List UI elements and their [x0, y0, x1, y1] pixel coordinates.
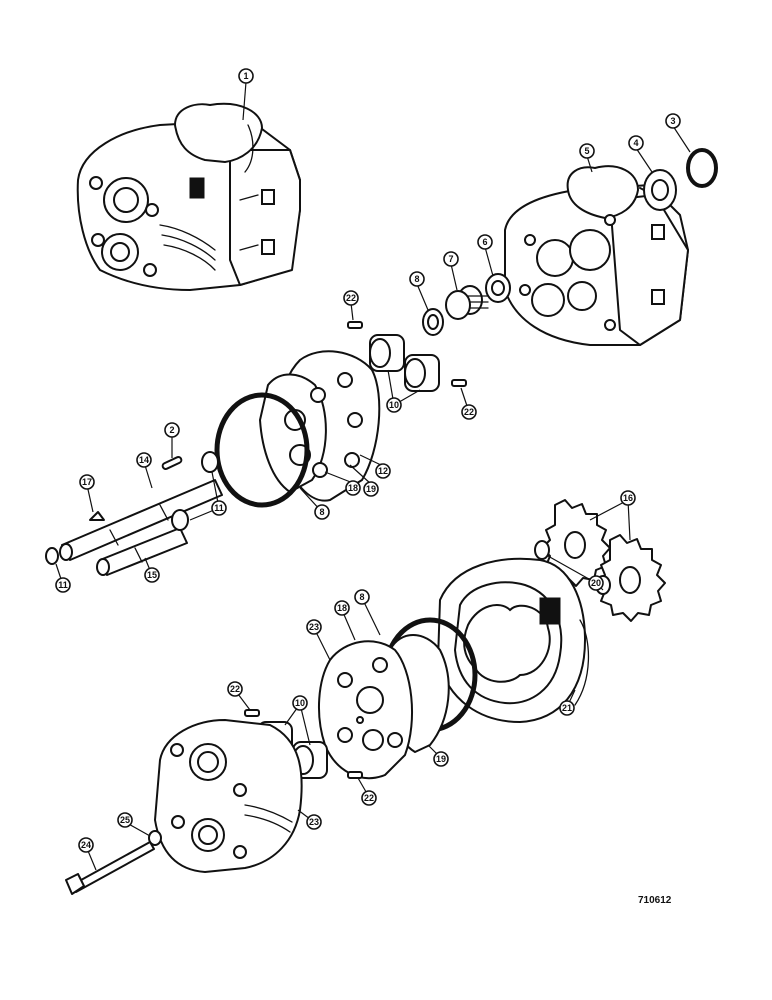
gear-thrust-washer — [534, 540, 550, 560]
callout: 23 — [306, 814, 322, 830]
callout: 5 — [579, 143, 595, 159]
svg-text:20: 20 — [591, 578, 601, 588]
gear-body — [437, 557, 590, 723]
svg-text:6: 6 — [482, 237, 487, 247]
dowel-pin — [451, 379, 467, 387]
svg-text:12: 12 — [378, 466, 388, 476]
svg-text:8: 8 — [359, 592, 364, 602]
svg-text:22: 22 — [346, 293, 356, 303]
svg-text:11: 11 — [214, 503, 224, 513]
svg-text:3: 3 — [670, 116, 675, 126]
bearing — [639, 169, 677, 211]
svg-text:19: 19 — [436, 754, 446, 764]
callout: 23 — [306, 619, 322, 635]
idler-shaft — [96, 527, 188, 576]
callout: 11 — [55, 577, 71, 593]
dowel-pin — [244, 709, 260, 717]
end-cover — [154, 719, 303, 873]
seal — [485, 273, 511, 303]
callout: 3 — [665, 113, 681, 129]
callout: 4 — [628, 135, 644, 151]
snap-ring — [686, 148, 718, 188]
lock-washer — [148, 830, 162, 846]
callout: 22 — [343, 290, 359, 306]
svg-text:8: 8 — [414, 274, 419, 284]
woodruff-key — [89, 511, 105, 521]
wear-plate-upper — [259, 350, 381, 502]
retaining-ring — [201, 451, 219, 473]
roll-pin — [161, 456, 183, 470]
callout: 18 — [334, 600, 350, 616]
dowel-pin — [347, 771, 363, 779]
callout: 18 — [345, 480, 361, 496]
callout: 10 — [386, 397, 402, 413]
callout: 22 — [461, 404, 477, 420]
cap-screw — [65, 841, 155, 895]
callout: 22 — [227, 681, 243, 697]
svg-text:2: 2 — [169, 425, 174, 435]
needle-bearing-pair-upper — [369, 334, 440, 392]
callout: 2 — [164, 422, 180, 438]
callout: 8 — [354, 589, 370, 605]
callout: 8 — [409, 271, 425, 287]
callout: 14 — [136, 452, 152, 468]
svg-text:17: 17 — [82, 477, 92, 487]
o-ring-upper — [214, 392, 310, 508]
svg-text:10: 10 — [295, 698, 305, 708]
svg-text:23: 23 — [309, 622, 319, 632]
svg-text:10: 10 — [389, 400, 399, 410]
figure-reference: 710612 — [638, 895, 672, 906]
svg-text:11: 11 — [58, 580, 68, 590]
svg-text:23: 23 — [309, 817, 319, 827]
svg-text:8: 8 — [319, 507, 324, 517]
svg-text:22: 22 — [230, 684, 240, 694]
svg-text:18: 18 — [337, 603, 347, 613]
retaining-ring — [45, 547, 59, 565]
pump-housing — [504, 165, 689, 346]
svg-text:22: 22 — [364, 793, 374, 803]
spring — [445, 285, 489, 320]
callout: 7 — [443, 251, 459, 267]
dowel-pin — [347, 321, 363, 329]
svg-text:4: 4 — [633, 138, 638, 148]
callout: 12 — [375, 463, 391, 479]
pump-assembly — [76, 102, 301, 291]
retaining-ring — [171, 509, 189, 531]
svg-text:16: 16 — [623, 493, 633, 503]
svg-text:5: 5 — [584, 146, 589, 156]
callout: 20 — [588, 575, 604, 591]
callout: 19 — [363, 481, 379, 497]
callout-group: 1 3 4 5 6 7 8 22 10 22 8 18 19 12 2 14 1… — [55, 68, 681, 853]
callout: 10 — [292, 695, 308, 711]
svg-text:24: 24 — [81, 840, 91, 850]
callout: 8 — [314, 504, 330, 520]
svg-text:18: 18 — [348, 483, 358, 493]
callout: 17 — [79, 474, 95, 490]
callout: 11 — [211, 500, 227, 516]
svg-text:1: 1 — [243, 71, 248, 81]
callout: 6 — [477, 234, 493, 250]
callout: 22 — [361, 790, 377, 806]
washer — [422, 308, 444, 336]
wear-plate-lower — [317, 640, 414, 780]
svg-text:14: 14 — [139, 455, 149, 465]
svg-text:21: 21 — [562, 703, 572, 713]
callout: 19 — [433, 751, 449, 767]
callout: 1 — [238, 68, 254, 84]
callout: 21 — [559, 700, 575, 716]
callout: 16 — [620, 490, 636, 506]
svg-text:7: 7 — [448, 254, 453, 264]
callout: 25 — [117, 812, 133, 828]
svg-text:22: 22 — [464, 407, 474, 417]
callout: 15 — [144, 567, 160, 583]
drive-shaft — [59, 479, 223, 561]
svg-text:19: 19 — [366, 484, 376, 494]
svg-text:15: 15 — [147, 570, 157, 580]
callout: 24 — [78, 837, 94, 853]
svg-text:25: 25 — [120, 815, 130, 825]
